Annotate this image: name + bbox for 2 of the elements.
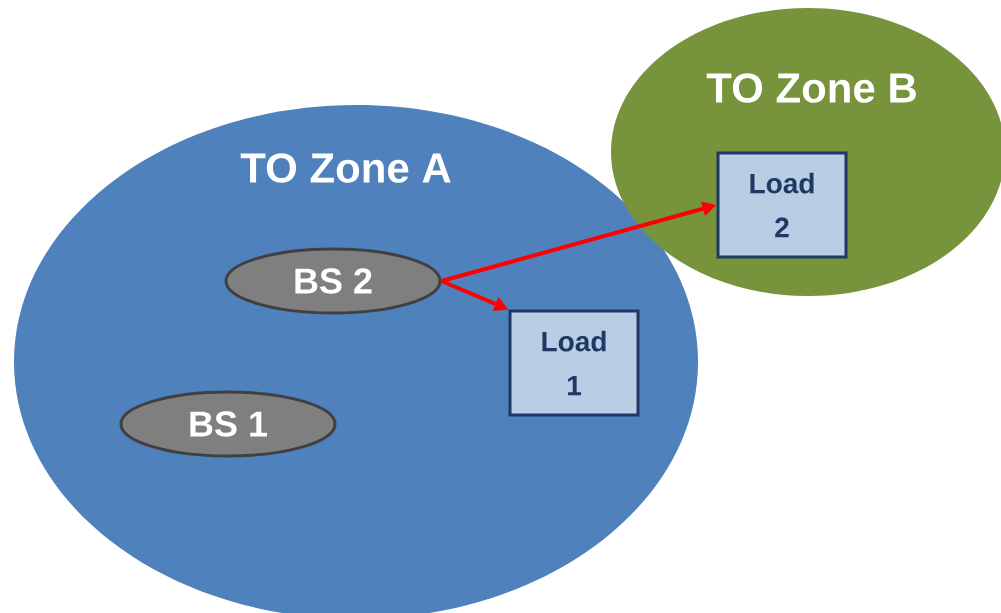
load-box: Load 2 bbox=[716, 151, 848, 259]
load-box: Load 1 bbox=[508, 309, 640, 417]
